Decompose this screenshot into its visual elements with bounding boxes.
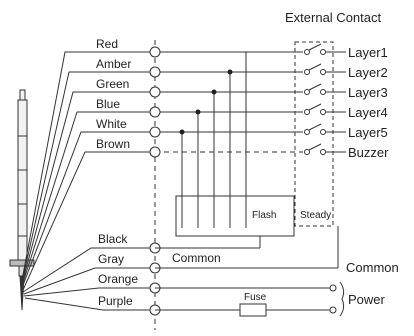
bus-lines [181, 52, 247, 225]
flash-label: Flash [252, 210, 276, 221]
wire-label-amber: Amber [96, 57, 131, 71]
wire-label-black: Black [98, 232, 128, 246]
wire-label-brown: Brown [96, 137, 130, 151]
junction-dots [179, 69, 233, 135]
wire-label-white: White [96, 117, 127, 131]
external-contact-title: External Contact [285, 10, 381, 25]
steady-box [294, 41, 334, 227]
contact-switches [308, 43, 346, 153]
wire-label-red: Red [96, 37, 118, 51]
common-line [155, 226, 339, 269]
power-label: Power [348, 292, 386, 307]
flash-relay [155, 195, 295, 249]
output-label-layer5: Layer5 [348, 125, 388, 140]
wire-label-green: Green [96, 77, 129, 91]
output-label-layer1: Layer1 [348, 45, 388, 60]
output-label-buzzer: Buzzer [348, 145, 389, 160]
wire-bundle [21, 51, 155, 311]
output-label-layer3: Layer3 [348, 85, 388, 100]
steady-label: Steady [300, 210, 331, 221]
common-outer-label: Common [346, 260, 399, 275]
wire-label-purple: Purple [98, 294, 133, 308]
signal-tower [9, 89, 35, 311]
wire-label-gray: Gray [98, 252, 124, 266]
external-contacts [304, 49, 326, 155]
power-lines [155, 281, 345, 317]
output-labels: Layer1 Layer2 Layer3 Layer4 Layer5 Buzze… [348, 45, 389, 160]
fuse-label: Fuse [244, 292, 267, 303]
wire-labels: Red Amber Green Blue White Brown Black G… [96, 37, 138, 308]
output-label-layer4: Layer4 [348, 105, 388, 120]
wire-label-blue: Blue [96, 97, 120, 111]
wire-label-orange: Orange [98, 272, 138, 286]
common-inner-label: Common [172, 251, 221, 265]
output-label-layer2: Layer2 [348, 65, 388, 80]
